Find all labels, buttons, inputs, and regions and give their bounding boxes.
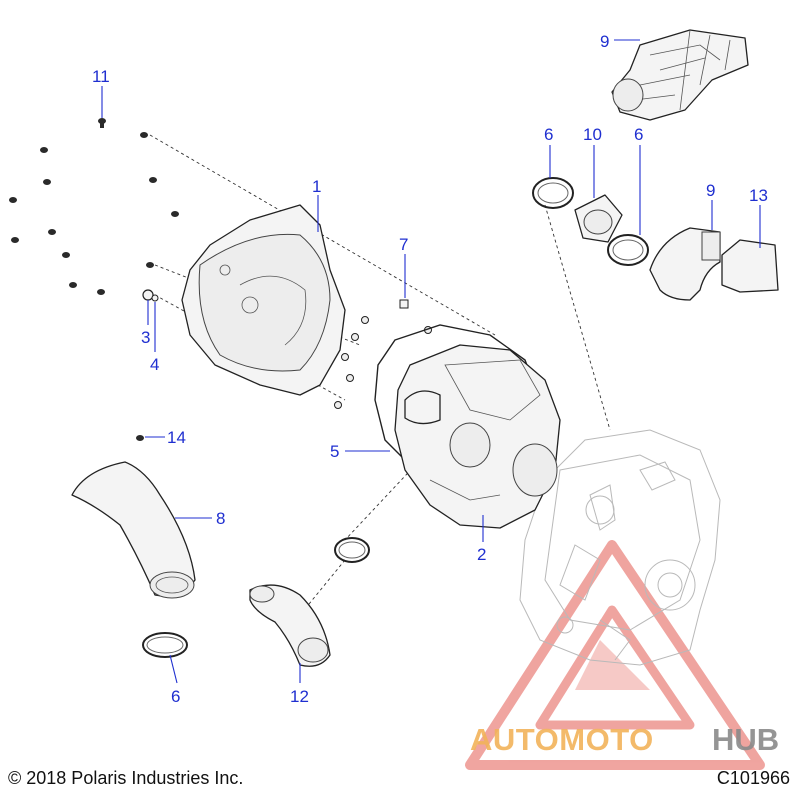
copyright-notice: © 2018 Polaris Industries Inc. [8, 768, 244, 788]
leader-lines [101, 39, 761, 684]
screw [62, 252, 70, 258]
callout-label: 3 [141, 328, 150, 347]
transmission-housing-ghost [519, 429, 721, 666]
callout-label: 5 [330, 442, 339, 461]
molded-intake-duct-lower [649, 227, 721, 301]
watermark-triangle-logo [465, 540, 765, 770]
screw [136, 435, 144, 441]
callout-label: 6 [171, 687, 180, 706]
screw [171, 211, 179, 217]
screw [98, 118, 106, 128]
assembly-lines [149, 134, 611, 616]
callout-label: 14 [167, 428, 186, 447]
screw [43, 179, 51, 185]
callout-label: 9 [706, 181, 715, 200]
nut-set [334, 299, 432, 409]
callout-label: 11 [92, 67, 110, 86]
hose-clamp [532, 177, 574, 209]
callout-label: 10 [583, 125, 602, 144]
callout-label: 7 [399, 235, 408, 254]
screw [140, 132, 148, 138]
screw [146, 262, 154, 268]
duct-adapter [574, 194, 623, 243]
callout-label: 4 [150, 355, 159, 374]
screw [9, 197, 17, 203]
callout-label: 9 [600, 32, 609, 51]
duct-cover-shield [721, 239, 779, 293]
callout-label: 13 [749, 186, 768, 205]
screw [40, 147, 48, 153]
screw [48, 229, 56, 235]
grommet-and-washer [142, 289, 159, 302]
callout-label: 2 [477, 545, 486, 564]
callout-label: 1 [312, 177, 321, 196]
intake-air-duct [71, 461, 196, 599]
callout-labels: 11 1 7 3 4 5 2 14 8 6 12 9 6 10 6 9 13 [92, 32, 768, 706]
screw [149, 177, 157, 183]
callout-label: 12 [290, 687, 309, 706]
hose-clamp [142, 632, 188, 658]
inner-clutch-cover [394, 344, 561, 529]
hose-clamp [334, 537, 370, 563]
callout-label: 6 [544, 125, 553, 144]
diagram-id: C101966 [716, 768, 790, 788]
screw [69, 282, 77, 288]
outer-clutch-cover [181, 204, 346, 396]
callout-label: 8 [216, 509, 225, 528]
hose-clamp [607, 234, 649, 266]
callout-label: 6 [634, 125, 643, 144]
molded-intake-duct-upper [611, 29, 749, 121]
elbow-duct [249, 584, 331, 667]
watermark-text-hub: HUB [712, 722, 779, 757]
screw [97, 289, 105, 295]
screw [11, 237, 19, 243]
watermark-text-automoto: AUTOMOTO [470, 722, 654, 757]
screw-set [9, 118, 179, 441]
watermark-text: AUTOMOTO HUB [470, 722, 779, 757]
